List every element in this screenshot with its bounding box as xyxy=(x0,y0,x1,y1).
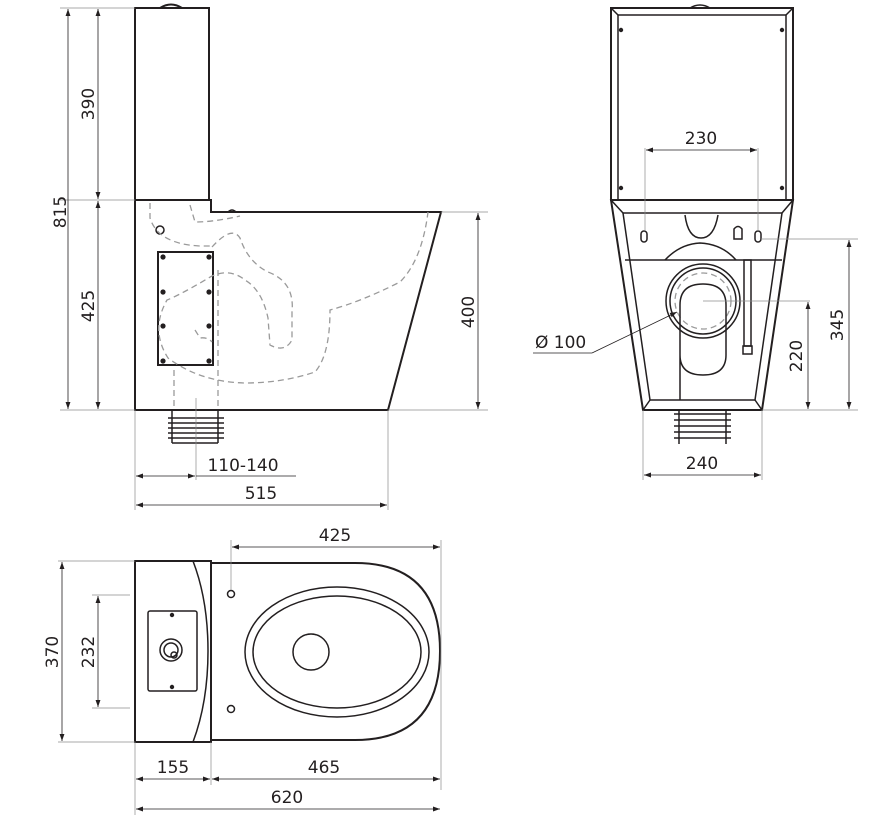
hidden-trap-lines xyxy=(149,203,429,410)
dim-label-240: 240 xyxy=(686,454,718,474)
flush-button-side xyxy=(159,3,183,9)
lock-fixing-icon xyxy=(733,225,743,240)
dim-label-232: 232 xyxy=(79,636,99,668)
seat-fixing-hole-bottom xyxy=(226,704,236,714)
dim-label-110-140: 110-140 xyxy=(207,456,278,476)
cistern-side-outline xyxy=(134,7,210,201)
dim-label-465: 465 xyxy=(308,758,340,778)
dim-label-815: 815 xyxy=(51,196,71,228)
flush-button-rear xyxy=(689,4,711,9)
outlet-spigot-side xyxy=(168,410,224,444)
fixing-slot-right xyxy=(754,230,762,243)
dim-label-220: 220 xyxy=(787,340,807,372)
seat-fixing-hole-top xyxy=(226,589,236,599)
dim-label-345: 345 xyxy=(828,309,848,341)
bowl-side-outline xyxy=(134,199,443,411)
dim-label-230: 230 xyxy=(685,129,717,149)
dim-label-370: 370 xyxy=(43,636,63,668)
cistern-lid-panel xyxy=(147,610,198,692)
flush-button-top xyxy=(159,638,183,662)
seat-rim-outer xyxy=(244,586,430,718)
dim-label-425-top: 425 xyxy=(319,526,351,546)
cistern-valve-rear xyxy=(684,214,719,239)
dim-leader-diameter xyxy=(591,311,678,354)
side-view: 815 390 425 400 110-140 515 xyxy=(51,3,488,510)
pedestal-rear-outline xyxy=(609,199,795,411)
top-view: 425 370 232 155 465 620 xyxy=(43,526,442,815)
seat-rim-inner xyxy=(252,595,422,709)
rear-view: 230 345 220 Ø 100 240 xyxy=(533,4,858,480)
dim-label-diameter: Ø 100 xyxy=(535,333,586,353)
water-pipe-rear xyxy=(743,259,752,347)
dim-label-390: 390 xyxy=(79,88,99,120)
fixing-slot-left xyxy=(640,230,648,243)
dim-label-400: 400 xyxy=(459,296,479,328)
bowl-drain xyxy=(292,633,330,671)
access-panel xyxy=(157,251,214,366)
dim-label-620: 620 xyxy=(271,788,303,808)
dim-label-425-side: 425 xyxy=(79,290,99,322)
seat-hinge-side xyxy=(227,209,237,213)
cistern-rear-outline xyxy=(610,7,794,201)
bowl-top-outline xyxy=(211,562,442,741)
dim-label-155: 155 xyxy=(157,758,189,778)
dim-label-515: 515 xyxy=(245,484,277,504)
outlet-spigot-rear xyxy=(674,410,731,444)
